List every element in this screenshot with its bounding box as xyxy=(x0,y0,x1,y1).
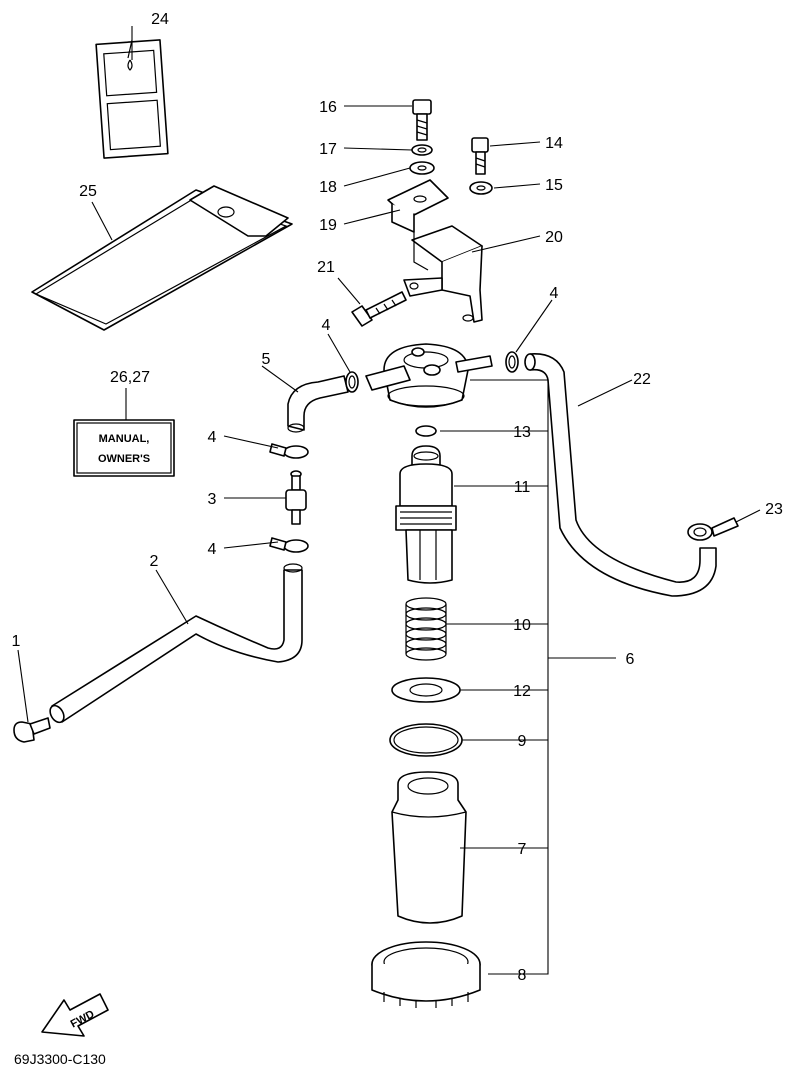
part-26-27-owners-manual: MANUAL, OWNER'S xyxy=(73,419,175,477)
part-16-bolt xyxy=(412,99,432,141)
part-25-tool-pouch xyxy=(31,185,293,331)
callout-2: 2 xyxy=(150,553,159,570)
callout-18: 18 xyxy=(319,179,337,196)
manual-line-2: OWNER'S xyxy=(98,453,150,465)
callout-16: 16 xyxy=(319,99,337,116)
part-11-filter-element xyxy=(395,445,457,584)
part-4-clip-c xyxy=(269,537,309,553)
callout-4d: 4 xyxy=(550,285,559,302)
fwd-arrow-icon: FWD xyxy=(41,993,109,1037)
part-2-fuel-hose xyxy=(49,563,303,724)
callout-11: 11 xyxy=(514,479,531,496)
callout-4c: 4 xyxy=(208,541,217,558)
callout-26-27: 26,27 xyxy=(110,369,150,386)
part-4-clip-d xyxy=(505,351,519,373)
callout-4a: 4 xyxy=(322,317,331,334)
part-3-hose-joint xyxy=(285,470,307,525)
callout-20: 20 xyxy=(545,229,563,246)
part-8-cup-nut xyxy=(371,941,481,1008)
part-22-return-hose xyxy=(524,353,717,597)
part-17-lock-washer xyxy=(411,144,433,156)
callout-24: 24 xyxy=(151,11,169,28)
part-15-washer xyxy=(469,181,493,195)
callout-25: 25 xyxy=(79,183,97,200)
callouts: 24 25 26,27 16 17 18 19 14 15 20 21 4 5 … xyxy=(12,11,783,984)
callout-17: 17 xyxy=(319,141,337,158)
callout-5: 5 xyxy=(262,351,271,368)
filter-head xyxy=(365,343,493,408)
part-7-filter-cup xyxy=(391,771,467,924)
part-19-clamp-plate xyxy=(387,179,449,233)
callout-3: 3 xyxy=(208,491,217,508)
callout-4b: 4 xyxy=(208,429,217,446)
callout-21: 21 xyxy=(317,259,335,276)
part-4-clip-b xyxy=(269,443,309,459)
callout-8: 8 xyxy=(518,967,527,984)
part-20-filter-bracket xyxy=(403,225,483,323)
callout-14: 14 xyxy=(545,135,563,152)
part-23-clip xyxy=(687,517,739,541)
callout-23: 23 xyxy=(765,501,783,518)
leader-lines xyxy=(17,26,761,975)
callout-15: 15 xyxy=(545,177,563,194)
callout-13: 13 xyxy=(513,424,531,441)
callout-22: 22 xyxy=(633,371,651,388)
callout-1: 1 xyxy=(12,633,21,650)
part-21-screw xyxy=(351,291,407,327)
callout-9: 9 xyxy=(518,733,527,750)
part-5-hose xyxy=(287,375,349,433)
part-18-washer xyxy=(409,161,435,175)
part-4-clip-a xyxy=(345,371,359,393)
part-9-o-ring xyxy=(389,723,463,757)
callout-10: 10 xyxy=(513,617,531,634)
callout-7: 7 xyxy=(518,841,527,858)
callout-12: 12 xyxy=(513,683,531,700)
part-1-hose-connector xyxy=(13,717,51,743)
reference-code: 69J3300-C130 xyxy=(14,1051,106,1067)
part-14-bolt xyxy=(471,137,489,175)
part-13-o-ring xyxy=(415,425,437,437)
callout-19: 19 xyxy=(319,217,337,234)
part-10-spring xyxy=(405,597,447,661)
part-12-gasket xyxy=(391,677,461,703)
callout-6: 6 xyxy=(626,651,635,668)
part-24-label-sticker xyxy=(95,39,169,159)
manual-line-1: MANUAL, xyxy=(99,433,150,445)
